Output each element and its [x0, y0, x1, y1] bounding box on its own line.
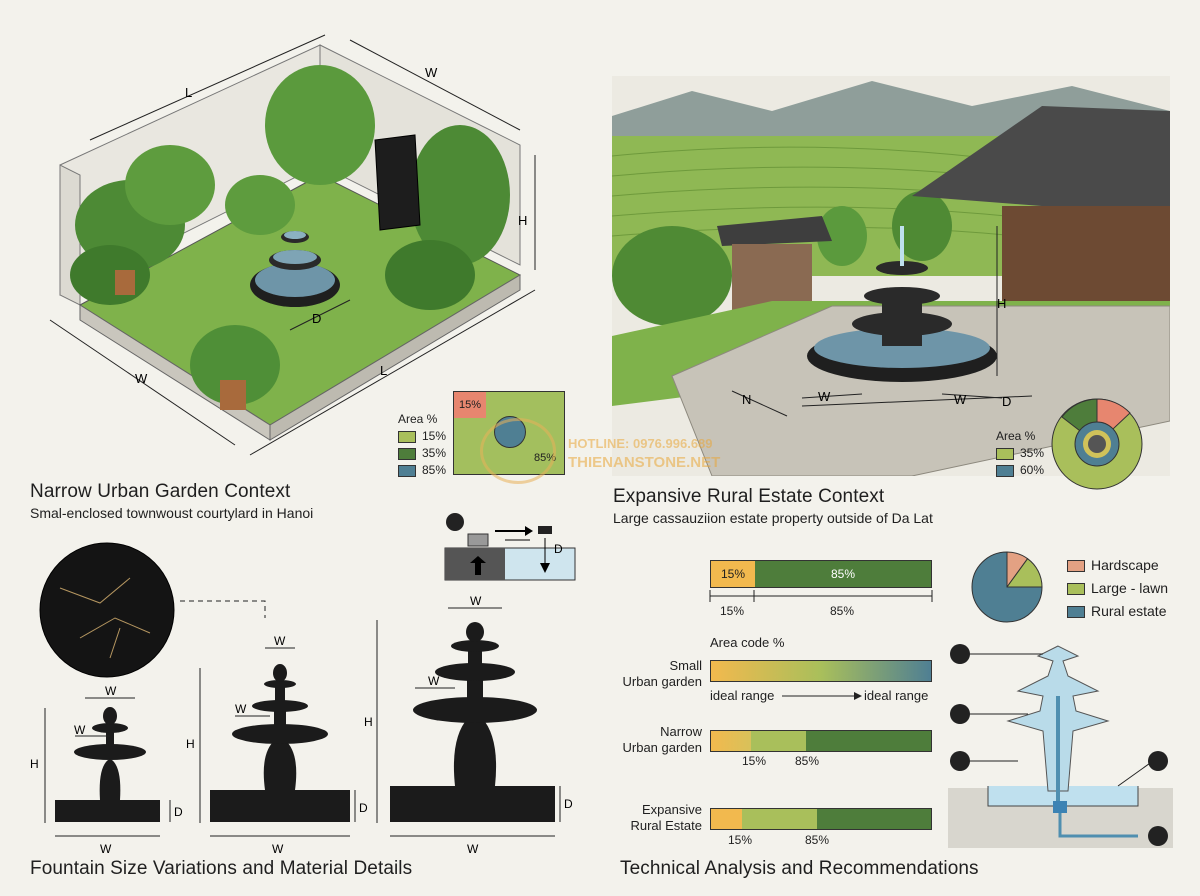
land-use-legend: Hardscape Large - lawn Rural estate	[1067, 554, 1168, 623]
dim-D: D	[312, 311, 321, 326]
medium-dim-W-top: W	[274, 634, 286, 648]
top-bar-segment-2: 85%	[755, 561, 931, 587]
top-bar-segment-1: 15%	[711, 561, 755, 587]
urban-title: Narrow Urban Garden Context	[30, 481, 291, 502]
large-dim-W-mid: W	[428, 674, 440, 688]
row-narrow-urban-bar	[710, 730, 932, 752]
small-dim-H: H	[30, 757, 39, 771]
large-dim-H: H	[364, 715, 373, 729]
small-dim-W-mid: W	[74, 723, 86, 737]
rural-legend-title: Area %	[996, 429, 1036, 443]
dim-H: H	[518, 213, 527, 228]
urban-legend-item-2: 35%	[398, 445, 446, 462]
rural-dim-H: H	[997, 296, 1006, 311]
rural-legend-item-1: 35%	[996, 445, 1044, 462]
top-bar-dimension	[709, 590, 933, 602]
legend-hardscape: Hardscape	[1067, 554, 1168, 577]
rural-dim-W2: W	[954, 392, 967, 407]
urban-legend-item-3: 85%	[398, 462, 446, 479]
rural-dim-D: D	[1002, 394, 1011, 409]
cross-section-fountain-icon	[950, 644, 970, 664]
row-small-urban-gradient	[710, 660, 932, 682]
plant-cluster-left	[70, 145, 280, 410]
rural-subtitle: Large cassauziion estate property outsid…	[613, 510, 933, 526]
small-dim-W-top: W	[105, 684, 117, 698]
variations-title: Fountain Size Variations and Material De…	[30, 858, 413, 879]
urban-subtitle: Smal-enclosed townwoust courtylard in Ha…	[30, 505, 314, 521]
watermark-line1: HOTLINE: 0976.996.689	[568, 436, 713, 451]
rural-title: Expansive Rural Estate Context	[613, 486, 885, 507]
legend-rural-estate: Rural estate	[1067, 600, 1168, 623]
small-dim-D: D	[174, 805, 183, 819]
pie-slice-rural-estate	[971, 551, 1043, 623]
urban-fountain	[250, 231, 340, 307]
row-narrow-tick-2: 85%	[795, 754, 820, 768]
urban-legend-title: Area %	[398, 412, 438, 426]
rural-estate-illustration: N W W D H	[612, 76, 1170, 476]
ideal-range-left: ideal range	[710, 688, 775, 703]
marble-sample-disc	[39, 542, 175, 678]
fountain-cross-section	[948, 644, 1173, 848]
dim-L-bottom: L	[380, 363, 387, 378]
row-expansive-tick-2: 85%	[805, 833, 830, 847]
fountain-large	[390, 622, 555, 822]
large-dim-W-top: W	[470, 594, 482, 608]
rural-area-legend: Area % 35% 60%	[996, 428, 1044, 479]
large-dim-D: D	[564, 797, 573, 811]
pump-dim-D: D	[554, 542, 563, 556]
pump-schematic	[444, 513, 576, 581]
top-bar-below-right: 85%	[830, 604, 855, 618]
row-expansive-tick-1: 15%	[728, 833, 753, 847]
area-code-label: Area code %	[710, 635, 785, 650]
watermark-logo-icon	[480, 418, 556, 484]
cross-section-settings-icon	[1148, 751, 1168, 771]
rural-dim-W1: W	[818, 389, 831, 404]
fountain-small	[55, 707, 160, 822]
legend-large-lawn: Large - lawn	[1067, 577, 1168, 600]
large-dim-W-base: W	[467, 842, 479, 853]
rural-legend-item-2: 60%	[996, 462, 1044, 479]
urban-garden-illustration: L W H W L D	[49, 34, 536, 456]
cross-section-filter-icon	[950, 704, 970, 724]
urban-legend-item-1: 15%	[398, 428, 446, 445]
top-bar-below-left: 15%	[720, 604, 745, 618]
row-narrow-tick-1: 15%	[742, 754, 767, 768]
ideal-range-arrow	[782, 692, 862, 700]
analysis-title: Technical Analysis and Recommendations	[620, 858, 979, 879]
ideal-range-right: ideal range	[864, 688, 929, 703]
medium-dim-D: D	[359, 801, 368, 815]
rural-area-donut	[1051, 398, 1143, 490]
dim-W-bottom: W	[135, 371, 148, 386]
rural-fountain	[807, 226, 997, 382]
dim-L-top: L	[185, 85, 192, 100]
rural-dim-N: N	[742, 392, 751, 407]
top-ratio-bar: 15% 85%	[710, 560, 932, 588]
fountain-variations-drawing: D	[30, 513, 576, 853]
cross-section-drain-icon	[1148, 826, 1168, 846]
row-expansive-rural-bar	[710, 808, 932, 830]
inset-hardscape-block: 15%	[454, 392, 486, 418]
cross-section-pump-icon	[950, 751, 970, 771]
urban-area-legend: Area % 15% 35% 85%	[398, 411, 446, 479]
medium-dim-W-base: W	[272, 842, 284, 853]
medium-dim-H: H	[186, 737, 195, 751]
watermark-line2: THIENANSTONE.NET	[568, 454, 721, 471]
fountain-medium	[210, 664, 350, 822]
medium-dim-W-mid: W	[235, 702, 247, 716]
plant-cluster-right	[225, 65, 510, 310]
small-dim-W-base: W	[100, 842, 112, 853]
dim-W-top: W	[425, 65, 438, 80]
land-use-pie	[971, 551, 1043, 623]
